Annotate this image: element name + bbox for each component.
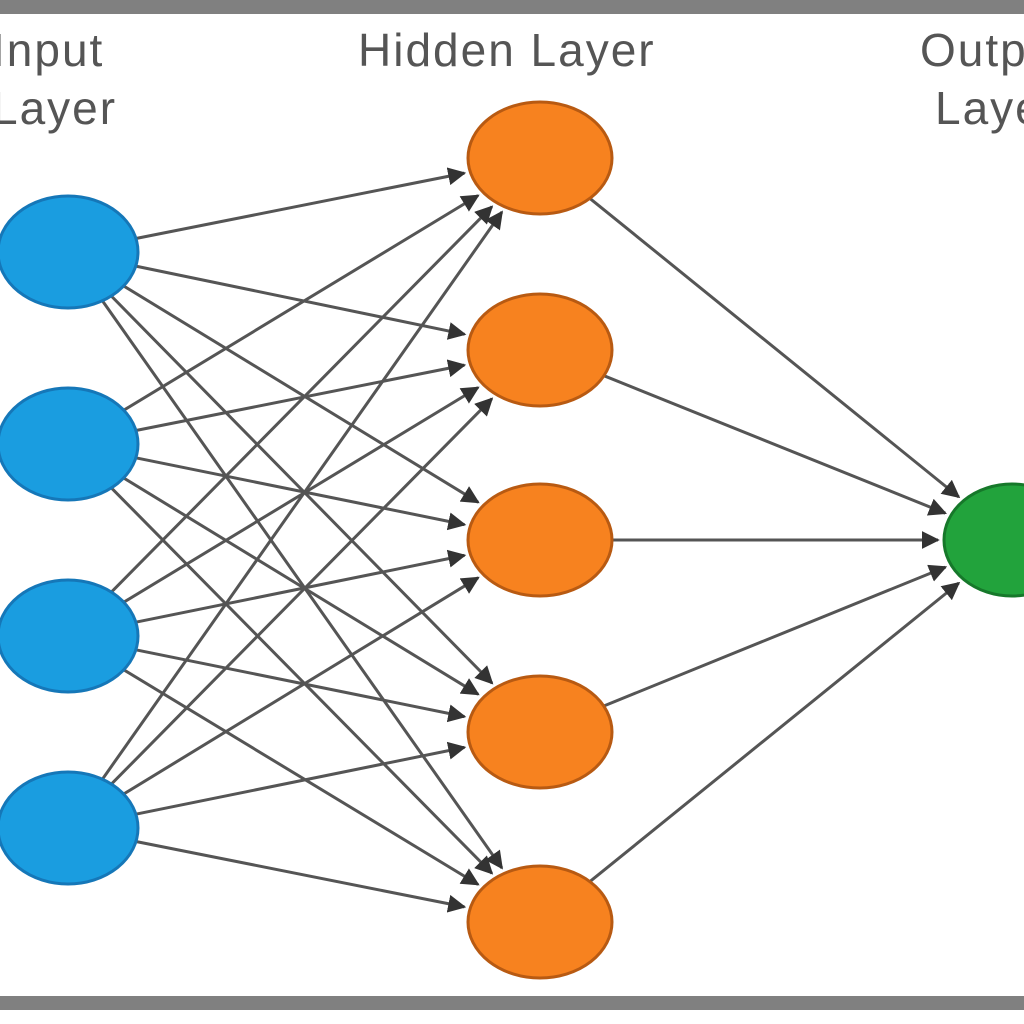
edge-input-2-to-hidden-3 (135, 456, 467, 531)
input-layer-label-line2: Layer (0, 82, 117, 134)
edge-input-1-to-hidden-2 (135, 264, 467, 340)
edge-input-4-to-hidden-4 (135, 741, 467, 816)
hidden-node-2 (466, 292, 614, 408)
output-node-1 (942, 482, 1024, 598)
input-node-4 (0, 770, 140, 886)
edge-hidden-4-to-output-1 (603, 564, 948, 708)
edge-input-3-to-hidden-3 (135, 549, 467, 624)
connections-group (101, 167, 961, 913)
edge-input-1-to-hidden-5 (101, 299, 504, 870)
input-node-1 (0, 194, 140, 310)
input-node-3 (0, 578, 140, 694)
edge-input-3-to-hidden-5 (123, 668, 480, 886)
edge-input-4-to-hidden-3 (122, 576, 480, 796)
border-bottom (0, 996, 1024, 1010)
edge-input-2-to-hidden-1 (123, 194, 480, 412)
edge-input-2-to-hidden-5 (110, 486, 494, 875)
hidden-node-4 (466, 674, 614, 790)
hidden-node-3 (466, 482, 614, 598)
border-top (0, 0, 1024, 14)
edge-input-2-to-hidden-4 (122, 476, 480, 696)
edge-hidden-5-to-output-1 (588, 581, 961, 883)
edge-input-3-to-hidden-4 (135, 648, 467, 723)
edge-input-3-to-hidden-1 (110, 205, 494, 594)
edge-input-2-to-hidden-2 (135, 359, 467, 432)
edge-input-1-to-hidden-4 (110, 294, 494, 685)
edge-input-4-to-hidden-1 (101, 210, 504, 781)
edge-input-1-to-hidden-1 (135, 167, 467, 240)
input-node-2 (0, 386, 140, 502)
nodes-group (0, 100, 1024, 980)
edge-hidden-2-to-output-1 (603, 374, 947, 516)
hidden-node-5 (466, 864, 614, 980)
output-layer-label-line1: Output (920, 24, 1024, 76)
edge-input-4-to-hidden-5 (135, 840, 467, 913)
edge-hidden-1-to-output-1 (588, 197, 961, 499)
edge-input-1-to-hidden-3 (122, 284, 480, 504)
hidden-layer-label: Hidden Layer (358, 24, 656, 76)
edge-input-4-to-hidden-2 (110, 397, 494, 786)
output-layer-label-line2: Layer (935, 82, 1024, 134)
input-layer-label-line1: Input (0, 24, 104, 76)
hidden-node-1 (466, 100, 614, 216)
